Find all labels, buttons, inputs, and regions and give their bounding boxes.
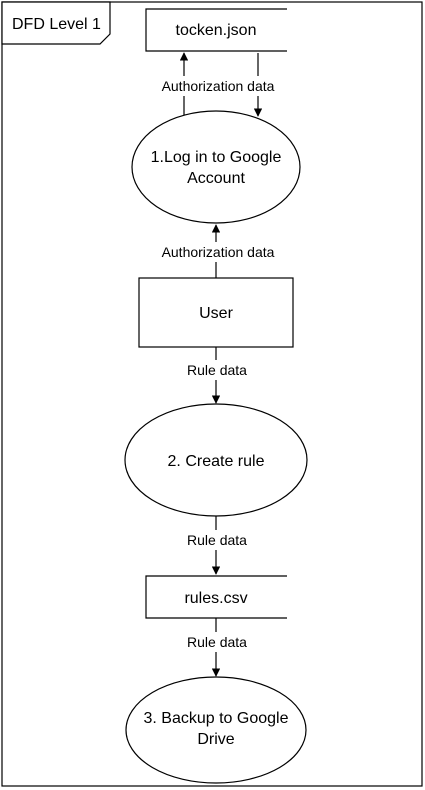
process-login-line1: 1.Log in to Google bbox=[151, 149, 282, 166]
flow-label-rule-user: Rule data bbox=[187, 362, 247, 378]
flow-label-bg bbox=[180, 360, 254, 380]
flow-label-rule-backup: Rule data bbox=[187, 634, 247, 650]
flow-label-auth-user: Authorization data bbox=[162, 244, 275, 260]
flow-label-bg bbox=[152, 242, 284, 262]
flow-label-auth-token: Authorization data bbox=[162, 78, 275, 94]
frame-title-tab bbox=[1, 1, 111, 45]
datastore-token[interactable]: tocken.json bbox=[145, 8, 287, 52]
entity-user-label: User bbox=[199, 305, 233, 322]
process-create-rule-label: 2. Create rule bbox=[168, 453, 265, 470]
flow-label-rule-create: Rule data bbox=[187, 532, 247, 548]
process-backup[interactable]: 3. Backup to Google Drive bbox=[125, 676, 307, 784]
process-create-rule[interactable]: 2. Create rule bbox=[124, 403, 308, 517]
flow-label-bg bbox=[180, 530, 254, 550]
process-login[interactable]: 1.Log in to Google Account bbox=[131, 110, 301, 224]
flow-label-bg bbox=[180, 632, 254, 652]
datastore-rules-label: rules.csv bbox=[184, 590, 247, 607]
flow-label-bg bbox=[152, 76, 284, 96]
process-backup-line2: Drive bbox=[197, 731, 234, 748]
process-login-line2: Account bbox=[187, 170, 245, 187]
process-backup-line1: 3. Backup to Google bbox=[144, 710, 289, 727]
entity-user[interactable]: User bbox=[138, 277, 294, 348]
frame-title: DFD Level 1 bbox=[12, 16, 101, 33]
datastore-token-label: tocken.json bbox=[176, 22, 257, 39]
datastore-rules[interactable]: rules.csv bbox=[145, 575, 287, 619]
